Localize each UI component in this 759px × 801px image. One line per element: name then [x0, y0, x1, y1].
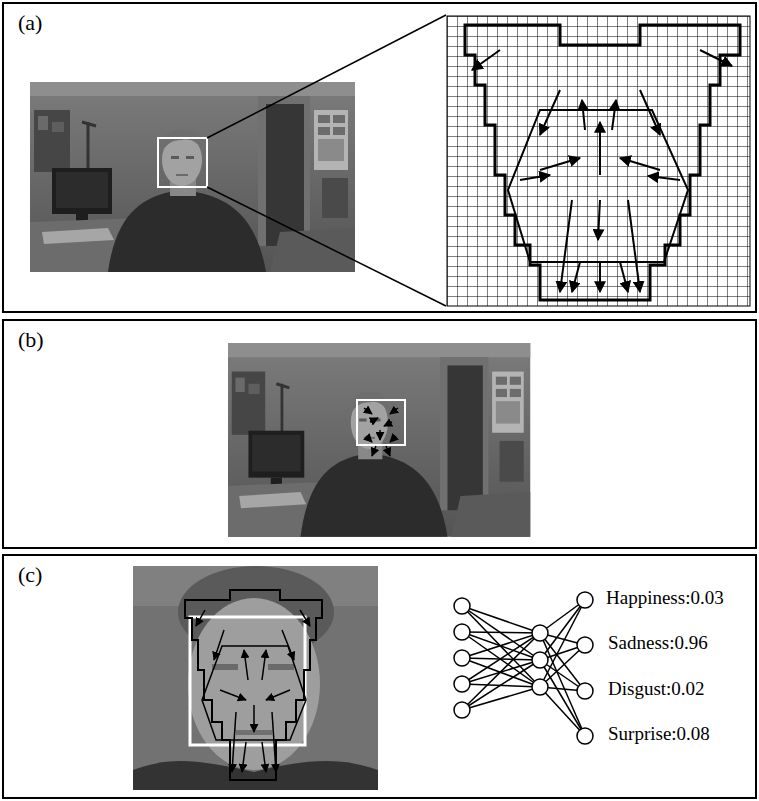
emotion-score: Disgust:0.02	[607, 678, 706, 701]
panel-tag: (c)	[18, 564, 42, 586]
office-photo	[30, 82, 355, 272]
figure-panel: (a)	[2, 2, 757, 313]
face-close-up	[133, 566, 378, 790]
figure-panel: (b)	[2, 319, 757, 549]
panel-tag: (b)	[18, 329, 44, 351]
neural-network	[454, 592, 593, 744]
emotion-score: Happiness:0.03	[605, 587, 725, 610]
emotion-score: Sadness:0.96	[607, 632, 709, 655]
zoom-lines	[207, 15, 446, 306]
tracking-photo	[228, 343, 530, 537]
emotion-score: Surprise:0.08	[607, 723, 711, 746]
panel-tag: (a)	[18, 12, 42, 34]
mesh-grid	[447, 16, 750, 306]
